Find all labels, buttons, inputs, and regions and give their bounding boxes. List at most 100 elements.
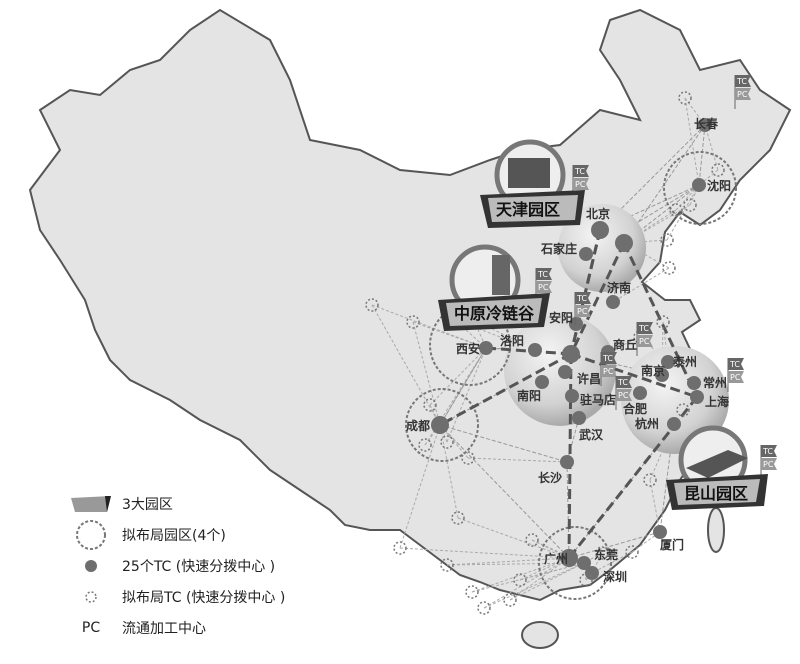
trunk-route	[622, 242, 699, 398]
planned-tc-node	[423, 398, 437, 412]
svg-text:PC: PC	[730, 373, 741, 382]
svg-text:TC: TC	[729, 360, 740, 369]
china-outline	[28, 8, 792, 602]
city-label: 石家庄	[540, 241, 577, 256]
hub-sphere-beijing	[558, 204, 646, 292]
tc-node	[560, 455, 574, 469]
route-line	[446, 557, 570, 566]
trunk-route	[439, 352, 572, 427]
route-line	[483, 562, 585, 609]
planned-tc-node	[662, 261, 676, 275]
city-label: 深圳	[603, 569, 627, 584]
city-label: 驻马店	[580, 392, 616, 407]
city-label: 长春	[694, 116, 719, 131]
route-line	[429, 347, 487, 406]
route-line	[649, 479, 661, 533]
planned-tc-ring-icon	[60, 589, 122, 605]
city-label: 商丘	[613, 337, 637, 352]
tc-node	[591, 221, 609, 239]
park-badge-kunshan: 昆山园区	[666, 425, 768, 510]
tc-node	[572, 411, 586, 425]
city-labels: 长春 沈阳 北京 石家庄 济南 安阳 洛阳 西安 商丘 许昌 南阳 驻马店 武汉…	[406, 116, 731, 584]
route-line	[591, 552, 603, 574]
svg-text:PC: PC	[763, 460, 774, 469]
park-badge-zhongyuan: 中原冷链谷	[438, 244, 550, 331]
svg-text:PC: PC	[618, 391, 629, 400]
legend-label: 拟布局园区(4个)	[122, 527, 226, 544]
trunk-route	[569, 242, 626, 355]
route-line	[412, 321, 487, 349]
nodes	[365, 91, 725, 615]
route-line	[607, 336, 641, 353]
trunk-route	[570, 352, 698, 399]
legend: 3大园区 拟布局园区(4个) 25个TC (快速分拨中心 ) 拟布局TC (快速…	[60, 488, 285, 643]
svg-text:TC: TC	[576, 294, 587, 303]
legend-item: 3大园区	[60, 488, 285, 519]
svg-text:TC: TC	[736, 77, 747, 86]
route-line	[698, 124, 706, 186]
park-label: 昆山园区	[684, 484, 748, 503]
city-label: 济南	[607, 280, 631, 295]
city-label: 南京	[641, 363, 665, 378]
tc-node	[479, 341, 493, 355]
planned-tc-node	[451, 511, 465, 525]
planned-park-ring-chengdu	[405, 388, 479, 462]
tc-node	[667, 417, 681, 431]
park-label: 中原冷链谷	[454, 304, 535, 323]
planned-tc-node	[625, 545, 639, 559]
route-line	[439, 424, 570, 559]
warehouse-roof-icon	[686, 450, 748, 478]
route-line	[583, 562, 587, 581]
route-line	[446, 347, 487, 443]
route-line	[568, 531, 661, 559]
tc-node	[528, 343, 542, 357]
city-label: 安阳	[549, 310, 573, 325]
tc-node	[653, 525, 667, 539]
route-line	[666, 184, 700, 241]
city-label: 广州	[544, 551, 568, 566]
city-label: 许昌	[577, 371, 601, 386]
planned-park-ring-icon	[60, 518, 122, 552]
route-line	[471, 557, 570, 593]
tc-node	[633, 386, 647, 400]
svg-text:TC: TC	[602, 354, 613, 363]
planned-tc-node	[525, 533, 539, 547]
route-line	[509, 557, 570, 601]
route-line	[439, 424, 568, 463]
planned-tc-node	[393, 541, 407, 555]
city-label: 合肥	[623, 401, 647, 416]
city-label: 泰州	[672, 354, 697, 369]
planned-tc-node	[461, 451, 475, 465]
tc-node	[569, 317, 583, 331]
route-line	[704, 124, 719, 171]
planned-tc-node	[579, 573, 593, 587]
planned-tc-node	[711, 163, 725, 177]
route-line	[509, 562, 585, 601]
hub-sphere-shanghai	[621, 346, 729, 454]
svg-text:TC: TC	[574, 167, 585, 176]
legend-label: 拟布局TC (快速分拨中心 )	[122, 589, 286, 606]
building-icon	[492, 255, 510, 295]
city-label: 长沙	[538, 470, 562, 485]
route-line	[399, 424, 441, 549]
legend-item: 25个TC (快速分拨中心 )	[60, 550, 285, 581]
planned-tc-node	[678, 91, 692, 105]
route-line	[566, 417, 580, 463]
warehouse-icon	[508, 158, 550, 188]
tc-pc-flag: TC PC	[615, 376, 632, 410]
route-line	[467, 457, 568, 463]
planned-park-ring-xian	[429, 304, 511, 386]
planned-tc-node	[440, 435, 454, 449]
svg-text:PC: PC	[577, 307, 588, 316]
planned-tc-node	[477, 601, 491, 615]
planned-tc-node	[418, 438, 432, 452]
city-label: 上海	[705, 394, 729, 409]
taiwan-island	[707, 507, 725, 553]
svg-text:TC: TC	[617, 378, 628, 387]
tc-dot-icon	[60, 558, 122, 574]
city-label: 武汉	[579, 427, 604, 442]
